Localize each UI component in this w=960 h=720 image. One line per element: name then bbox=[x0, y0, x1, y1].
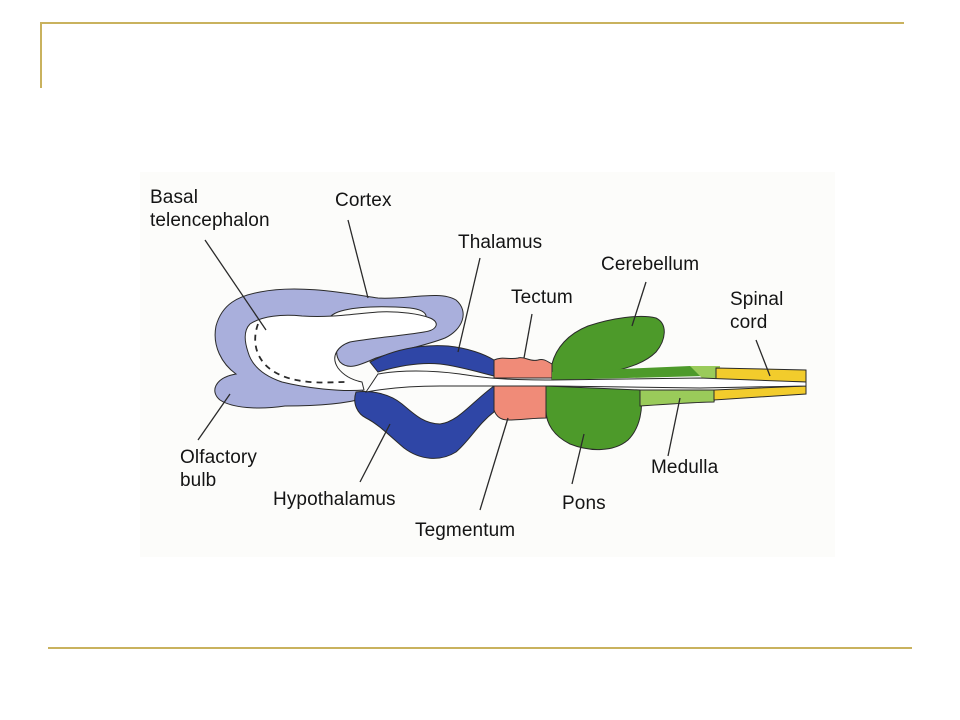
leader-hypothalamus bbox=[359, 423, 391, 483]
title-rule-left bbox=[40, 22, 42, 88]
leader-cerebellum bbox=[631, 281, 647, 327]
leader-olfactory-bulb bbox=[197, 393, 231, 441]
medulla-upper-region bbox=[690, 366, 720, 380]
tegmentum-region bbox=[493, 383, 547, 421]
leader-spinal-cord bbox=[755, 339, 771, 377]
leader-basal-telencephalon bbox=[204, 239, 267, 331]
label-tegmentum: Tegmentum bbox=[415, 520, 516, 541]
leader-thalamus bbox=[457, 257, 481, 353]
label-basal-telencephalon: Basal telencephalon bbox=[150, 186, 270, 232]
title-rule-top bbox=[40, 22, 904, 24]
leader-tegmentum bbox=[479, 417, 509, 511]
cerebellum-region bbox=[551, 315, 665, 381]
label-pons: Pons bbox=[562, 493, 606, 514]
ventricle bbox=[244, 311, 437, 392]
central-canal bbox=[364, 370, 807, 393]
label-olfactory-bulb: Olfactory bulb bbox=[180, 446, 257, 492]
leader-medulla bbox=[667, 397, 681, 457]
label-tectum: Tectum bbox=[511, 287, 573, 308]
label-cerebellum: Cerebellum bbox=[601, 254, 700, 275]
leader-tectum bbox=[523, 313, 533, 359]
label-basal: Basal bbox=[150, 187, 199, 208]
label-medulla: Medulla bbox=[651, 457, 719, 478]
label-hypothalamus: Hypothalamus bbox=[273, 489, 396, 510]
tectum-region bbox=[493, 357, 553, 379]
hypothalamus-region bbox=[354, 385, 495, 459]
label-olfactory: Olfactory bbox=[180, 447, 257, 468]
basal-boundary-dashed bbox=[254, 323, 347, 384]
label-spinal-cord: Spinal cord bbox=[730, 288, 783, 334]
spinal-cord-lower bbox=[713, 385, 807, 401]
label-thalamus: Thalamus bbox=[458, 232, 543, 253]
brainstem-upper bbox=[552, 366, 704, 380]
brain-diagram: Basal telencephalon Cortex Thalamus Tect… bbox=[140, 172, 835, 557]
label-bulb: bulb bbox=[180, 470, 217, 491]
footer-rule bbox=[48, 647, 912, 649]
label-telencephalon: telencephalon bbox=[150, 210, 270, 231]
leader-cortex bbox=[347, 219, 369, 299]
pons-region bbox=[545, 385, 642, 450]
label-spinal: Spinal bbox=[730, 289, 784, 310]
leader-pons bbox=[571, 433, 585, 485]
brain-diagram-svg bbox=[197, 219, 807, 511]
medulla-region bbox=[639, 389, 717, 407]
label-cord: cord bbox=[730, 312, 768, 333]
label-cortex: Cortex bbox=[335, 190, 392, 211]
